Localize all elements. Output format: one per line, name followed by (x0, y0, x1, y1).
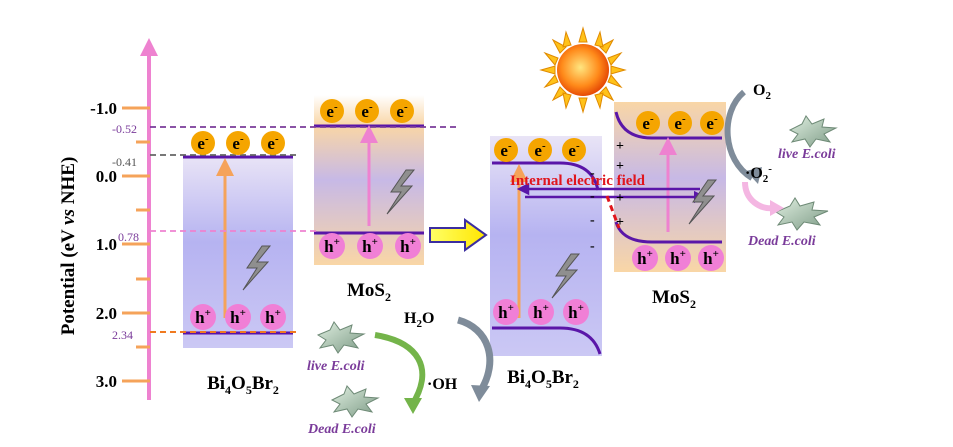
svg-text:h+: h+ (637, 248, 653, 268)
hole: h+ (319, 233, 345, 259)
mos2-vb-value: 0.78 (118, 230, 139, 244)
svg-text:h+: h+ (703, 248, 719, 268)
mos2-cb-value: -0.52 (112, 122, 137, 136)
hetero-bi4o5br2-label: Bi4O5Br2 (507, 367, 579, 391)
svg-text:e-: e- (534, 140, 546, 160)
svg-text:-: - (590, 189, 595, 204)
charge-transfer-arrows (516, 182, 707, 229)
potential-axis: -1.0 0.0 1.0 2.0 3.0 Potential (eV vs NH… (58, 38, 158, 400)
hole: h+ (260, 304, 286, 330)
electron: e- (562, 138, 586, 162)
hole: h+ (493, 299, 519, 325)
svg-text:h+: h+ (195, 307, 211, 327)
electron: e- (528, 138, 552, 162)
bi-cb-value: -0.41 (112, 155, 137, 169)
carriers-layer: e- e- e- h+ h+ h+ e- e- e- h+ h+ h+ e- e… (190, 99, 724, 330)
svg-text:+: + (616, 139, 624, 154)
svg-text:e-: e- (642, 113, 654, 133)
light-bolt-icons (242, 169, 718, 299)
svg-text:h+: h+ (670, 248, 686, 268)
svg-text:h+: h+ (498, 302, 514, 322)
superoxide-radical-label: ·O2- (745, 163, 772, 185)
tick-label: 1.0 (96, 235, 117, 254)
electron: e- (226, 131, 250, 155)
svg-text:e-: e- (396, 101, 408, 121)
electron: e- (355, 99, 379, 123)
svg-text:e-: e- (232, 133, 244, 153)
tick-label: 2.0 (96, 304, 117, 323)
axis-arrowhead-icon (140, 38, 158, 56)
svg-text:e-: e- (674, 113, 686, 133)
svg-text:e-: e- (197, 133, 209, 153)
svg-text:-: - (590, 166, 595, 181)
electron: e- (636, 111, 660, 135)
svg-text:h+: h+ (400, 236, 416, 256)
svg-text:-: - (590, 213, 595, 228)
hole: h+ (395, 233, 421, 259)
electron: e- (191, 131, 215, 155)
hole: h+ (357, 233, 383, 259)
bacteria-icons (316, 115, 838, 418)
svg-text:e-: e- (267, 133, 279, 153)
mos2-label: MoS2 (347, 280, 391, 304)
live-ecoli-label: live E.coli (307, 359, 365, 374)
o2-label: O2 (753, 82, 771, 102)
hole: h+ (528, 299, 554, 325)
hole: h+ (563, 299, 589, 325)
electron: e- (390, 99, 414, 123)
tick-label: -1.0 (90, 99, 117, 118)
sun-icon (539, 26, 627, 114)
svg-text:e-: e- (500, 140, 512, 160)
svg-text:+: + (616, 215, 624, 230)
svg-text:h+: h+ (230, 307, 246, 327)
tick-label: 3.0 (96, 372, 117, 391)
svg-text:h+: h+ (568, 302, 584, 322)
svg-text:e-: e- (706, 113, 718, 133)
tick-label: 0.0 (96, 167, 117, 186)
svg-text:e-: e- (326, 101, 338, 121)
svg-text:+: + (616, 191, 624, 206)
hetero-mos2-label: MoS2 (652, 287, 696, 311)
svg-text:h+: h+ (533, 302, 549, 322)
hole: h+ (225, 304, 251, 330)
hole: h+ (698, 245, 724, 271)
hydroxyl-radical-label: ·OH (427, 376, 458, 393)
transition-arrow-icon (429, 218, 488, 252)
reaction-arrows (374, 89, 784, 414)
electron: e- (320, 99, 344, 123)
svg-text:h+: h+ (265, 307, 281, 327)
svg-text:+: + (616, 159, 624, 174)
electron: e- (700, 111, 724, 135)
h2o-label: H2O (404, 310, 434, 330)
bi-vb-value: 2.34 (112, 328, 133, 342)
hole: h+ (665, 245, 691, 271)
electron: e- (668, 111, 692, 135)
bi4o5br2-label: Bi4O5Br2 (207, 373, 279, 397)
svg-text:e-: e- (361, 101, 373, 121)
svg-text:e-: e- (568, 140, 580, 160)
dead-ecoli-label: Dead E.coli (747, 234, 816, 249)
energy-level-lines (150, 126, 457, 333)
svg-text:-: - (590, 239, 595, 254)
axis-title: Potential (eV vs NHE) (58, 157, 79, 336)
svg-text:h+: h+ (324, 236, 340, 256)
dead-ecoli-label: Dead E.coli (307, 422, 376, 437)
electron: e- (261, 131, 285, 155)
hole: h+ (190, 304, 216, 330)
live-ecoli-label: live E.coli (778, 147, 836, 162)
internal-field-label: Internal electric field (510, 173, 646, 189)
svg-text:h+: h+ (362, 236, 378, 256)
hole: h+ (632, 245, 658, 271)
electron: e- (494, 138, 518, 162)
interface-charges: + + + + - - - - (590, 139, 624, 254)
